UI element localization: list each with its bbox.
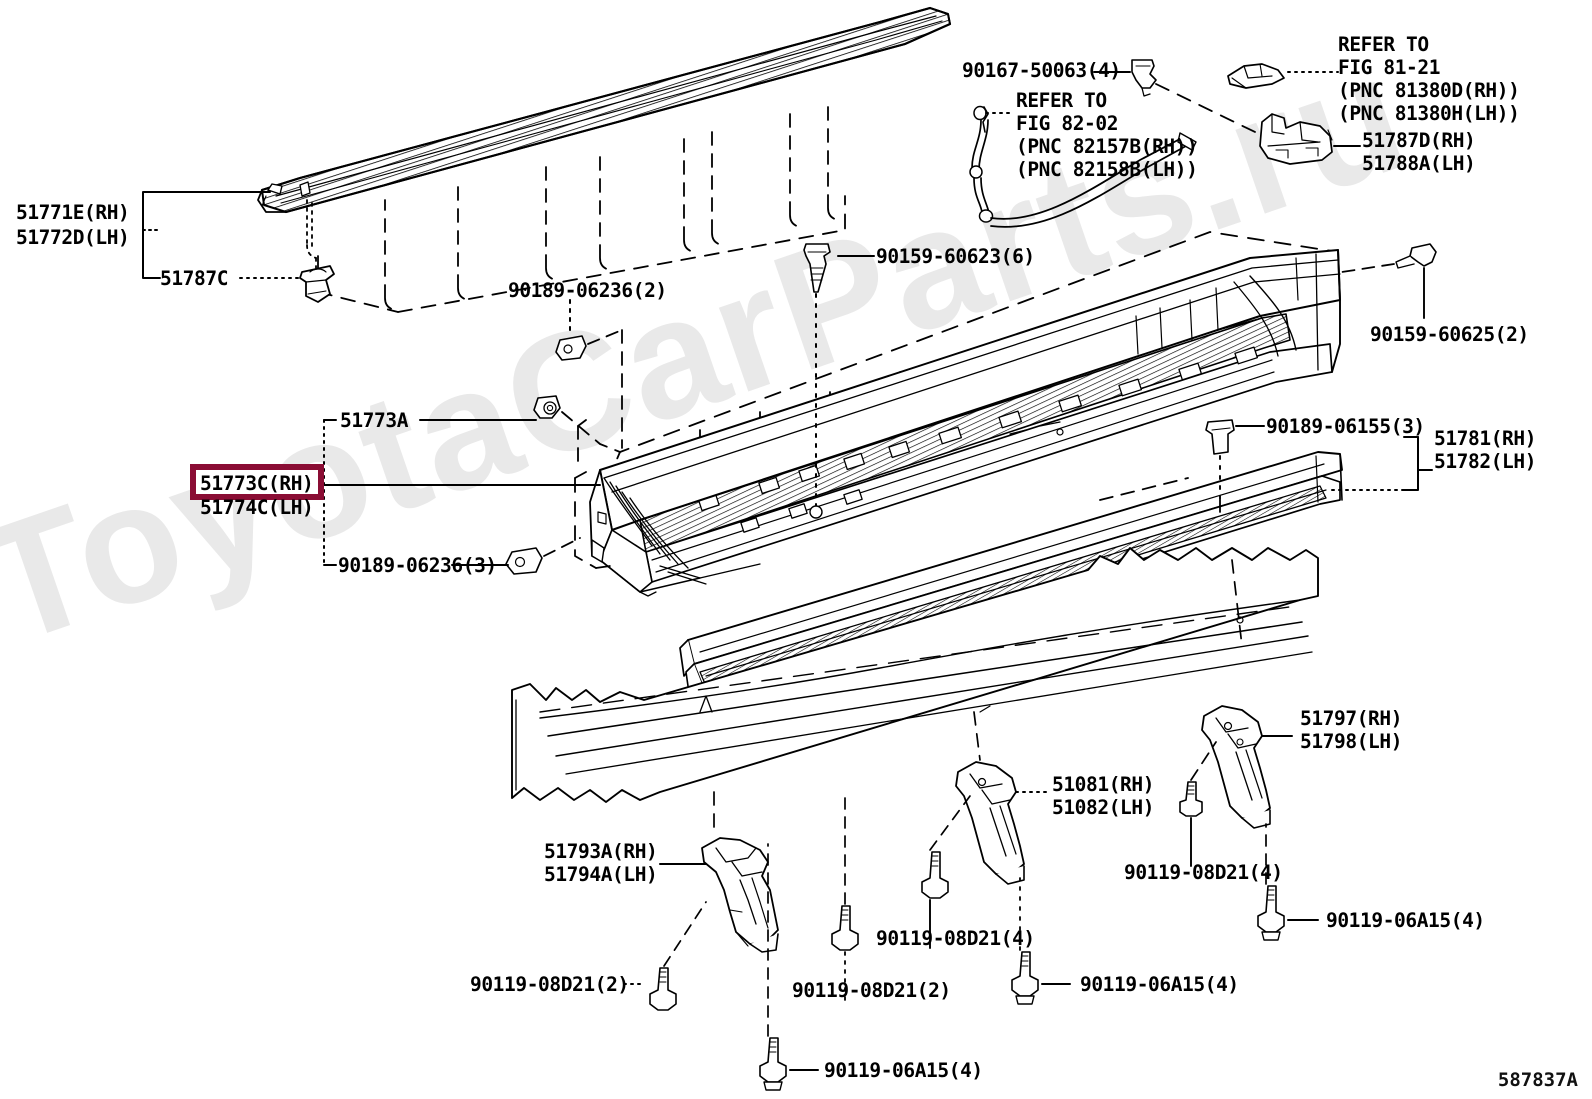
label-90119-06A15-4-right: 90119-06A15(4) bbox=[1326, 909, 1485, 932]
label-51772D: 51772D(LH) bbox=[16, 226, 130, 249]
label-90167-50063-4: 90167-50063(4) bbox=[962, 59, 1121, 82]
label-51787D: 51787D(RH) bbox=[1362, 129, 1476, 152]
label-51794A: 51794A(LH) bbox=[544, 863, 658, 886]
label-90119-08D21-4-right: 90119-08D21(4) bbox=[1124, 861, 1283, 884]
label-90119-08D21-2-mid: 90119-08D21(2) bbox=[792, 979, 951, 1002]
label-90119-06A15-4-bottom: 90119-06A15(4) bbox=[824, 1059, 983, 1082]
label-51787C: 51787C bbox=[160, 267, 229, 290]
selected-part-highlight[interactable] bbox=[190, 464, 324, 500]
label-90119-08D21-2-left: 90119-08D21(2) bbox=[470, 973, 629, 996]
part-ref-81-21-bracket bbox=[1227, 63, 1285, 89]
label-90119-06A15-4-mid: 90119-06A15(4) bbox=[1080, 973, 1239, 996]
part-bolt-08D21-right bbox=[1179, 781, 1203, 817]
part-90159-60625-screw bbox=[1395, 243, 1437, 269]
part-90159-60623-screw bbox=[803, 243, 831, 293]
part-bolt-08D21-bottom-center bbox=[831, 905, 859, 951]
label-51797: 51797(RH) bbox=[1300, 707, 1403, 730]
part-step-plate bbox=[257, 6, 952, 214]
label-90159-60623-6: 90159-60623(6) bbox=[876, 245, 1035, 268]
label-51781: 51781(RH) bbox=[1434, 427, 1537, 450]
part-90189-06155-clip bbox=[1205, 419, 1235, 455]
label-51081: 51081(RH) bbox=[1052, 773, 1155, 796]
label-90119-08D21-4-mid: 90119-08D21(4) bbox=[876, 927, 1035, 950]
label-refer-fig-82-02-line4: (PNC 82158B(LH)) bbox=[1016, 158, 1198, 181]
part-90189-06236-grommet-a bbox=[555, 335, 587, 361]
part-90167-50063-screw bbox=[1131, 59, 1157, 97]
part-51797-bracket bbox=[1201, 705, 1271, 829]
diagram-id: 587837A bbox=[1497, 1069, 1578, 1091]
label-refer-fig-82-02-line3: (PNC 82157B(RH)) bbox=[1016, 135, 1198, 158]
part-bolt-08D21-left bbox=[649, 967, 677, 1011]
label-51773C-selected[interactable]: 51773C(RH) bbox=[200, 472, 314, 495]
label-refer-fig-82-02-line1: REFER TO bbox=[1016, 89, 1107, 112]
label-51773A: 51773A bbox=[340, 409, 409, 432]
label-90189-06236-3: 90189-06236(3) bbox=[338, 554, 497, 577]
label-51782: 51782(LH) bbox=[1434, 450, 1537, 473]
part-bolt-06A15-bottom-left bbox=[759, 1037, 787, 1091]
label-90189-06236-2: 90189-06236(2) bbox=[508, 279, 667, 302]
part-51793A-bracket bbox=[701, 837, 779, 953]
label-51798: 51798(LH) bbox=[1300, 730, 1403, 753]
part-ref-82-02 bbox=[969, 105, 1197, 228]
part-51773C-side-step bbox=[589, 231, 1341, 597]
label-51788A: 51788A(LH) bbox=[1362, 152, 1476, 175]
part-51787C-clip bbox=[299, 265, 335, 303]
part-bolt-06A15-right bbox=[1257, 885, 1285, 941]
part-51787D-bracket bbox=[1259, 113, 1333, 165]
label-90159-60625-2: 90159-60625(2) bbox=[1370, 323, 1529, 346]
label-51793A: 51793A(RH) bbox=[544, 840, 658, 863]
label-refer-fig-81-21-line2: FIG 81-21 bbox=[1338, 56, 1441, 79]
part-bolt-08D21-near-51081 bbox=[921, 851, 949, 899]
part-51773A-grommet bbox=[533, 395, 561, 419]
label-51082: 51082(LH) bbox=[1052, 796, 1155, 819]
label-refer-fig-81-21-line3: (PNC 81380D(RH)) bbox=[1338, 79, 1520, 102]
label-refer-fig-82-02-line2: FIG 82-02 bbox=[1016, 112, 1119, 135]
part-rocker-panel-outer bbox=[511, 547, 1319, 803]
label-51774C: 51774C(LH) bbox=[200, 496, 314, 519]
label-refer-fig-81-21-line1: REFER TO bbox=[1338, 33, 1429, 56]
part-51081-bracket bbox=[955, 761, 1025, 885]
part-bolt-06A15-mid bbox=[1011, 951, 1039, 1005]
part-90189-06236-grommet-b bbox=[505, 547, 543, 575]
label-51771E: 51771E(RH) bbox=[16, 201, 130, 224]
label-90189-06155-3: 90189-06155(3) bbox=[1266, 415, 1425, 438]
label-refer-fig-81-21-line4: (PNC 81380H(LH)) bbox=[1338, 102, 1520, 125]
